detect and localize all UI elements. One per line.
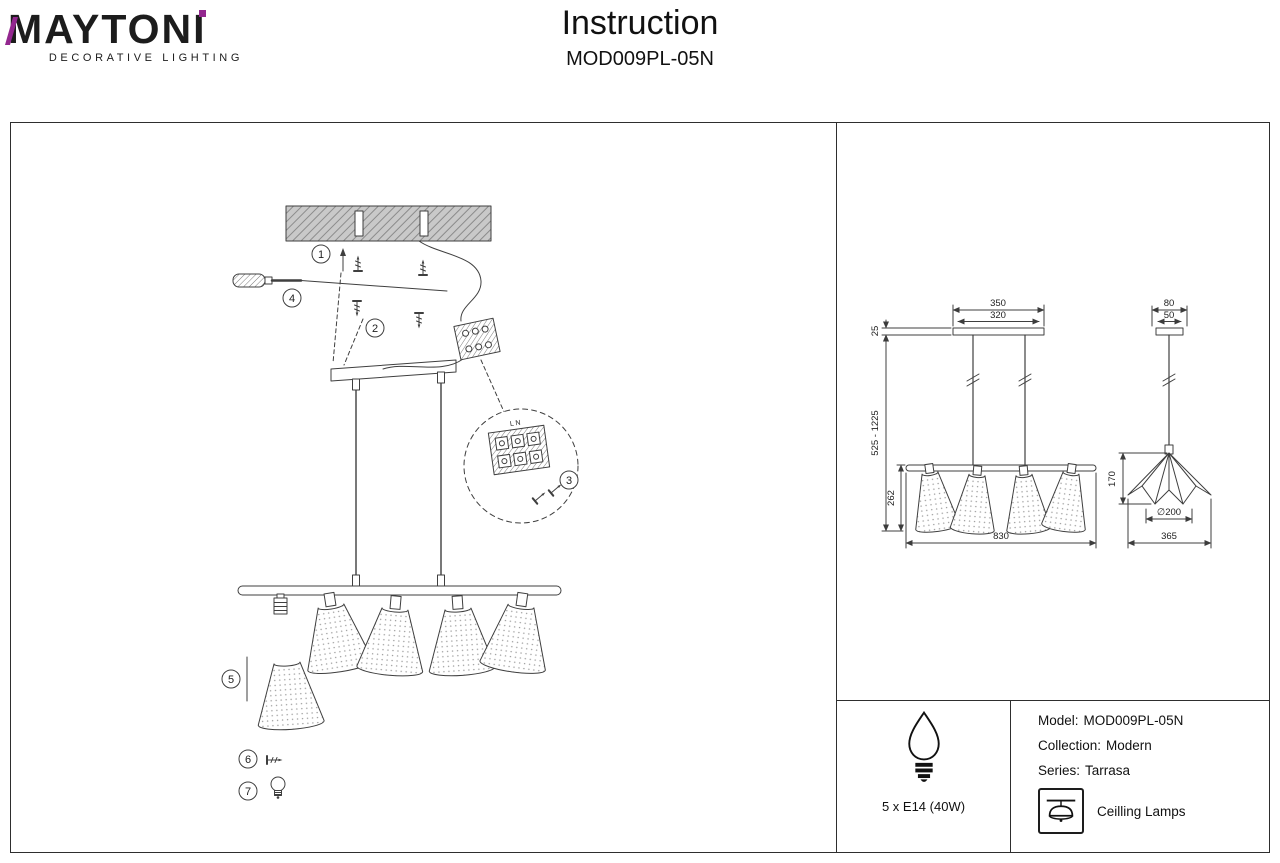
up-arrow-icon: [340, 248, 346, 256]
brand-tagline: DECORATIVE LIGHTING: [48, 52, 243, 65]
svg-text:7: 7: [245, 786, 251, 798]
maytoni-logo: MAYTONI DECORATIVE LIGHTING: [4, 6, 246, 65]
collection-label: Collection:: [1038, 738, 1102, 753]
title-block: Instruction MOD009PL-05N: [0, 4, 1280, 71]
dim-front-830-label: 830: [993, 531, 1009, 542]
side-view-drawing: 80 50 170: [1107, 298, 1212, 549]
step-4-badge: 4: [282, 288, 302, 308]
step-3-badge: 3: [559, 470, 579, 490]
model-label: Model:: [1038, 713, 1079, 728]
lamp-shade: [356, 595, 424, 677]
dim-front-25-label: 25: [870, 326, 881, 337]
small-screw-icon: [266, 755, 283, 765]
ceiling-lamp-icon: [1046, 799, 1076, 822]
step-2-badge: 2: [365, 318, 385, 338]
canopy-screws-icon: [352, 300, 424, 329]
step-7-badge: 7: [238, 781, 258, 801]
spec-collection-row: Collection: Modern: [1038, 738, 1268, 753]
bulb-spec-cell: 5 x E14 (40W): [837, 701, 1011, 853]
ceiling-plate: [285, 205, 492, 242]
svg-text:6: 6: [245, 754, 251, 766]
dim-side-80-label: 80: [1164, 298, 1175, 309]
step-6-badge: 6: [238, 749, 258, 769]
alignment-dashes: [332, 272, 364, 366]
category-icon-box: [1038, 788, 1084, 834]
page-title: Instruction: [561, 4, 719, 42]
series-label: Series:: [1038, 763, 1081, 778]
category-row: Ceilling Lamps: [1038, 788, 1268, 834]
dimension-drawings: 350 320 25: [870, 298, 1212, 549]
step-5-badge: 5: [221, 669, 241, 689]
bulb-icon: [907, 710, 940, 782]
dim-side-170-label: 170: [1107, 471, 1118, 487]
lamp-shade: [428, 595, 496, 677]
dim-front-350-label: 350: [990, 298, 1006, 309]
detail-leader-line: [480, 359, 506, 415]
lamp-bar: [237, 585, 562, 596]
product-info: Model: MOD009PL-05N Collection: Modern Ser…: [1012, 701, 1268, 853]
dim-side-50-label: 50: [1164, 310, 1175, 321]
screwdriver-icon: [232, 273, 448, 292]
mounting-screws-icon: [340, 248, 428, 276]
detail-screws-icon: [531, 484, 562, 505]
lamp-shade: [307, 591, 374, 674]
dim-front-height-label: 525 - 1225: [870, 410, 881, 455]
category-label: Ceilling Lamps: [1097, 803, 1186, 819]
lamp-shade: [479, 591, 546, 674]
svg-text:2: 2: [372, 323, 378, 335]
step-1-badge: 1: [311, 244, 331, 264]
spec-series-row: Series: Tarrasa: [1038, 763, 1268, 778]
dimensions-panel: 350 320 25: [837, 123, 1269, 700]
connector-terminal-label: L N: [510, 420, 522, 428]
assembly-panel: 1 4: [11, 123, 836, 852]
terminal-block-detail: L N: [487, 420, 551, 476]
collection-value: Modern: [1106, 738, 1152, 753]
brand-name: MAYTONI: [8, 6, 207, 52]
dim-front-320-label: 320: [990, 310, 1006, 321]
terminal-block: [453, 317, 501, 361]
logo-dot-accent: [198, 10, 206, 17]
spec-model-row: Model: MOD009PL-05N: [1038, 713, 1268, 728]
series-value: Tarrasa: [1085, 763, 1131, 778]
spec-panel: 5 x E14 (40W) Model: MOD009PL-05N Collect…: [837, 700, 1269, 853]
lamp-socket: [273, 593, 288, 615]
content-frame: 1 4: [10, 122, 1270, 853]
front-view-drawing: 350 320 25: [870, 298, 1097, 549]
svg-text:4: 4: [289, 293, 295, 305]
power-wire: [382, 240, 482, 370]
panel-divider: [836, 123, 837, 852]
pendant-wires: [352, 371, 445, 589]
bulb-spec-label: 5 x E14 (40W): [881, 799, 966, 814]
svg-text:3: 3: [566, 475, 572, 487]
dim-side-diameter-label: ∅200: [1157, 507, 1181, 518]
spare-shade: [257, 661, 325, 731]
svg-text:1: 1: [318, 249, 324, 261]
model-value: MOD009PL-05N: [1083, 713, 1184, 728]
small-bulb-icon: [270, 776, 286, 799]
svg-text:5: 5: [228, 674, 234, 686]
right-column: 350 320 25: [837, 123, 1269, 853]
dim-side-365-label: 365: [1161, 531, 1177, 542]
assembly-diagram: 1 4: [221, 205, 579, 801]
model-number: MOD009PL-05N: [566, 48, 714, 70]
canopy-bracket: [330, 359, 457, 382]
dim-front-262-label: 262: [886, 490, 897, 506]
